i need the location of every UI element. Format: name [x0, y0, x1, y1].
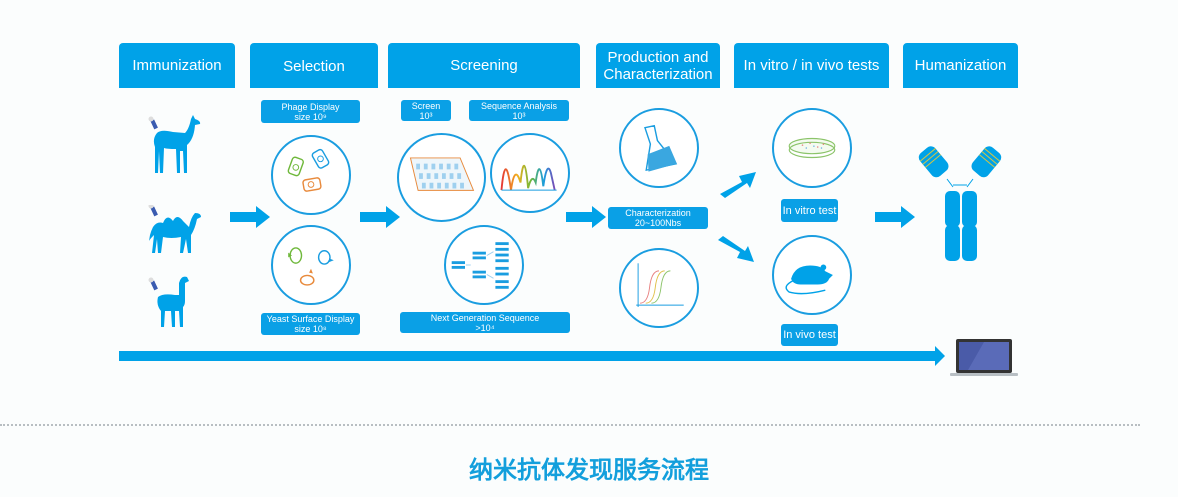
label-line: 10³ — [419, 110, 433, 121]
label-line: In vivo test — [783, 329, 836, 341]
label-in-vitro-test: In vitro test — [781, 199, 838, 222]
ngs-tree-icon — [444, 225, 524, 305]
sequence-chromatogram-icon — [490, 133, 570, 213]
label-line: Screen — [411, 100, 441, 111]
label-phage-display: Phage Display size 10⁹ — [261, 100, 360, 123]
arrow-right-icon — [360, 206, 400, 228]
dotted-divider — [0, 424, 1140, 426]
label-line: Yeast Surface Display — [266, 314, 355, 324]
yeast-display-icon — [271, 225, 351, 305]
label-line: Sequence Analysis — [480, 100, 558, 111]
stage-label: Immunization — [132, 57, 222, 74]
screen-plate-icon — [397, 133, 486, 222]
label-line: size 10⁸ — [294, 324, 327, 334]
stage-label: Humanization — [914, 57, 1007, 74]
label-line: >10⁴ — [475, 322, 495, 333]
arrow-down-right-icon — [716, 232, 756, 266]
stage-label: Production and Characterization — [603, 48, 713, 83]
phage-display-icon — [271, 135, 351, 215]
label-ngs: Next Generation Sequence >10⁴ — [400, 312, 570, 333]
stage-selection: Selection — [250, 43, 378, 88]
label-line: 20~100Nbs — [634, 218, 682, 228]
arrow-right-icon — [566, 206, 606, 228]
laptop-icon — [948, 337, 1020, 379]
label-sequence-analysis: Sequence Analysis 10³ — [469, 100, 569, 121]
label-line: Characterization — [625, 208, 691, 218]
timeline-arrow-icon — [119, 346, 945, 366]
arrow-right-icon — [230, 206, 270, 228]
stage-tests: In vitro / in vivo tests — [734, 43, 889, 88]
llama-icon — [145, 115, 205, 179]
label-in-vivo-test: In vivo test — [781, 324, 838, 346]
mouse-icon — [772, 235, 852, 315]
label-line: In vitro test — [782, 204, 837, 217]
label-line: Next Generation Sequence — [430, 312, 540, 323]
page-title: 纳米抗体发现服务流程 — [469, 456, 709, 484]
arrow-right-icon — [875, 206, 915, 228]
petri-dish-icon — [772, 108, 852, 188]
camel-icon — [145, 203, 205, 257]
stage-production: Production and Characterization — [596, 43, 720, 88]
stage-immunization: Immunization — [119, 43, 235, 88]
stage-label: Screening — [450, 57, 518, 74]
stage-label: Selection — [283, 58, 345, 75]
antibody-icon — [915, 145, 1005, 265]
binding-curve-icon — [619, 248, 699, 328]
label-characterization: Characterization 20~100Nbs — [608, 207, 708, 229]
arrow-up-right-icon — [718, 168, 758, 202]
label-yeast-display: Yeast Surface Display size 10⁸ — [261, 313, 360, 335]
alpaca-icon — [145, 275, 197, 329]
stage-humanization: Humanization — [903, 43, 1018, 88]
label-line: size 10⁹ — [294, 111, 327, 122]
label-line: 10³ — [512, 110, 526, 121]
label-line: Phage Display — [281, 101, 340, 112]
flask-icon — [619, 108, 699, 188]
stage-label: In vitro / in vivo tests — [743, 57, 880, 74]
stage-screening: Screening — [388, 43, 580, 88]
label-screen: Screen 10³ — [401, 100, 451, 121]
